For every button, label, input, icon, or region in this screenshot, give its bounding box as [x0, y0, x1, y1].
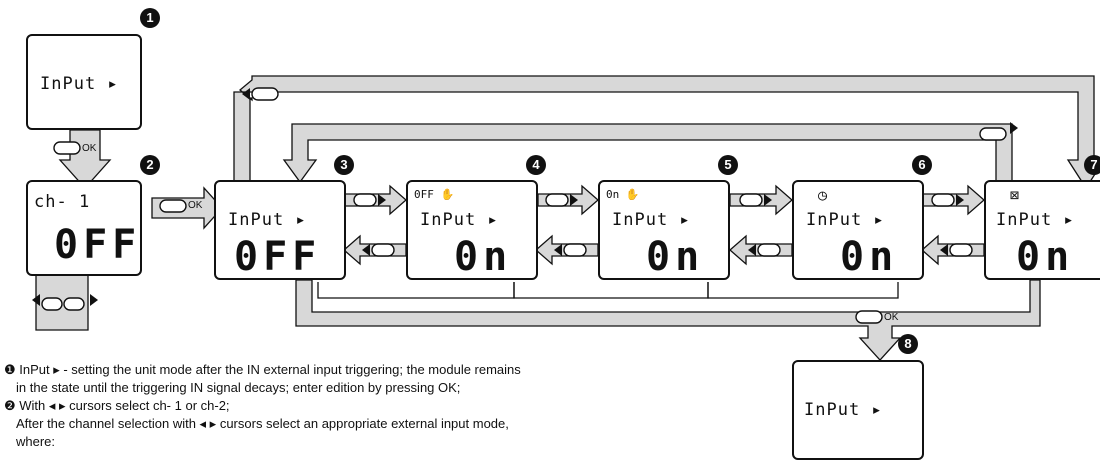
step-badge-4: 4 [526, 155, 546, 175]
random-icon: ⊠ [1010, 186, 1020, 204]
description-line-5: where: [16, 434, 56, 449]
description-line-2: in the state until the triggering IN sig… [16, 380, 461, 395]
screen-3: InPut ▸ 0FF [214, 180, 346, 280]
screen-4-label: InPut ▸ [420, 210, 499, 230]
outer-return-loop [233, 75, 1100, 190]
screen-2: ch- 1 0FF [26, 180, 142, 276]
connector-5-6 [707, 282, 899, 299]
ok-label-2: OK [188, 200, 203, 211]
screen-2-value: 0FF [54, 222, 142, 268]
step-badge-8: 8 [898, 334, 918, 354]
screen-2-channel: ch- 1 [34, 192, 91, 212]
screen-3-label: InPut ▸ [228, 210, 307, 230]
clock-icon: ◷ [818, 186, 828, 204]
ok-label-3: OK [884, 312, 899, 323]
step-badge-5: 5 [718, 155, 738, 175]
connector-3-4 [317, 282, 515, 299]
inner-loop [282, 123, 1013, 184]
screen-6-value: 0n [840, 234, 899, 280]
screen-5-value: 0n [646, 234, 705, 280]
description-line-4: After the channel selection with ◂ ▸ cur… [16, 416, 509, 431]
screen-5: 0n ✋ InPut ▸ 0n [598, 180, 730, 280]
screen-4-mode-icon: 0FF ✋ [414, 188, 455, 201]
screen-8-label: InPut ▸ [804, 400, 883, 420]
screen-6-label: InPut ▸ [806, 210, 885, 230]
screen-1: InPut ▸ [26, 34, 142, 130]
screen-1-label: InPut ▸ [40, 74, 119, 94]
screen-3-value: 0FF [234, 234, 322, 280]
step-badge-3: 3 [334, 155, 354, 175]
step-badge-2: 2 [140, 155, 160, 175]
step-badge-6: 6 [912, 155, 932, 175]
ok-button-icon-1 [53, 141, 81, 155]
screen-6: ◷ InPut ▸ 0n [792, 180, 924, 280]
screen-4-value: 0n [454, 234, 513, 280]
description-line-1: ❶ InPut ▸ - setting the unit mode after … [4, 362, 521, 377]
screen-7: ⊠ InPut ▸ 0n [984, 180, 1100, 280]
right-button-icon-top [979, 127, 1007, 141]
bottom-loop [295, 279, 1041, 361]
ok-button-icon-2 [159, 199, 187, 213]
step-badge-7: 7 [1084, 155, 1100, 175]
screen-8: InPut ▸ [792, 360, 924, 460]
ok-button-icon-3 [855, 310, 883, 324]
connector-4-5 [513, 282, 709, 299]
ok-label-1: OK [82, 143, 97, 154]
arrow-2-to-3 [151, 186, 223, 230]
screen-4: 0FF ✋ InPut ▸ 0n [406, 180, 538, 280]
screen-5-mode-icon: 0n ✋ [606, 188, 640, 201]
screen-5-label: InPut ▸ [612, 210, 691, 230]
step-badge-1: 1 [140, 8, 160, 28]
description-line-3: ❷ With ◂ ▸ cursors select ch- 1 or ch-2; [4, 398, 230, 413]
screen-7-value: 0n [1016, 234, 1075, 280]
screen-7-label: InPut ▸ [996, 210, 1075, 230]
left-button-icon-top [251, 87, 279, 101]
